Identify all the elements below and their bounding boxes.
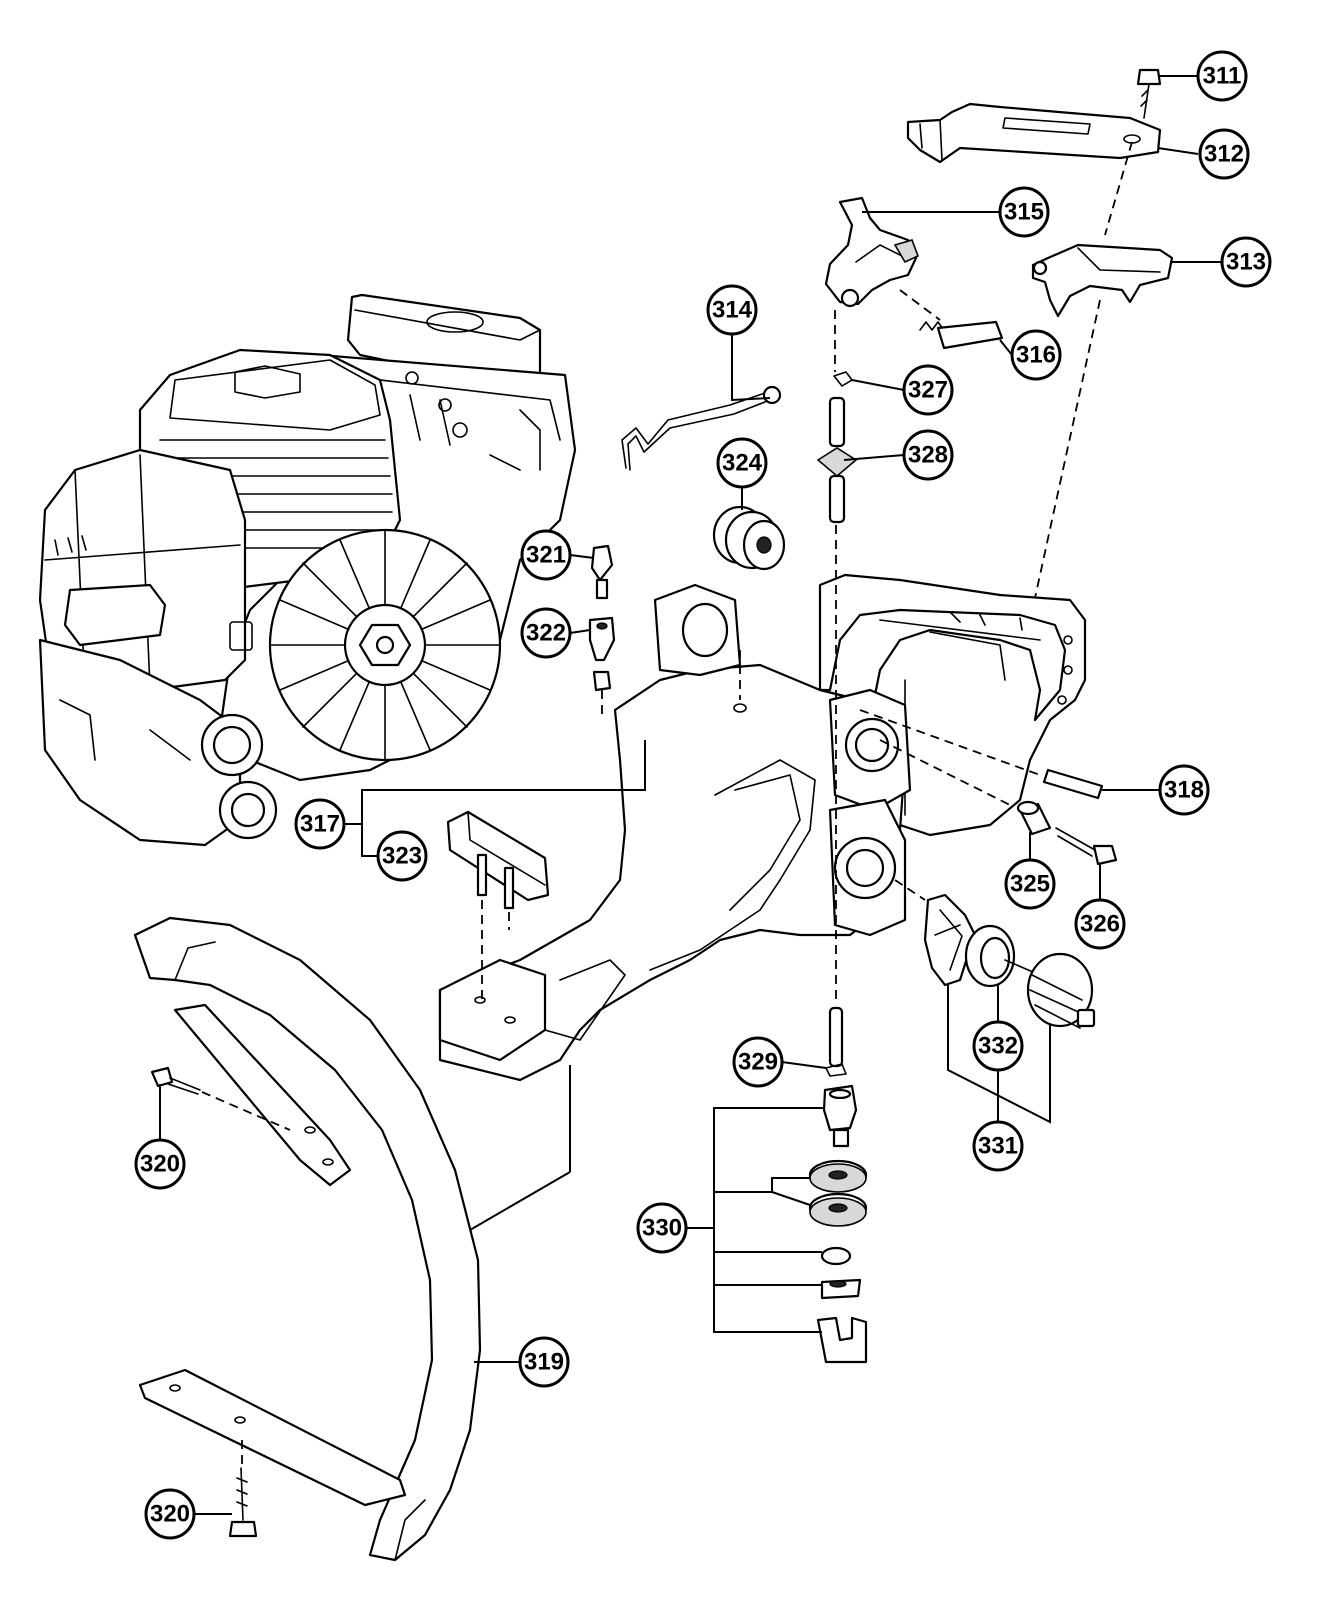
callout-328: 328 <box>902 429 954 481</box>
leader-lines <box>159 75 1222 1515</box>
callout-332: 332 <box>972 1020 1024 1072</box>
callout-316: 316 <box>1010 329 1062 381</box>
svg-text:320: 320 <box>140 1151 180 1178</box>
callout-327: 327 <box>902 364 954 416</box>
callout-320-lower: 320 <box>144 1488 196 1540</box>
svg-text:327: 327 <box>908 377 948 404</box>
shaft-328-drawing <box>816 396 858 524</box>
svg-text:311: 311 <box>1203 63 1242 90</box>
svg-text:331: 331 <box>978 1133 1018 1160</box>
fuel-cap-331-drawing <box>923 893 1096 1029</box>
callout-324: 324 <box>716 437 768 489</box>
svg-text:322: 322 <box>526 620 566 647</box>
callout-321: 321 <box>520 529 572 581</box>
svg-text:314: 314 <box>712 297 753 324</box>
svg-text:332: 332 <box>978 1033 1018 1060</box>
callout-331: 331 <box>972 1120 1024 1172</box>
valve-322-drawing <box>588 616 616 692</box>
svg-text:330: 330 <box>642 1215 682 1242</box>
svg-text:326: 326 <box>1080 911 1120 938</box>
callout-323: 323 <box>376 830 428 882</box>
callout-320-upper: 320 <box>134 1138 186 1190</box>
clip-329-drawing <box>825 1006 847 1077</box>
callout-311: 311 <box>1196 50 1248 102</box>
clip-327-drawing <box>833 371 853 387</box>
assembly-dash-lines <box>201 141 1133 1470</box>
svg-text:321: 321 <box>526 542 566 569</box>
callout-312: 312 <box>1198 128 1250 180</box>
callout-329: 329 <box>732 1036 784 1088</box>
throttle-trigger-315-drawing <box>824 196 920 308</box>
screw-311-drawing <box>1136 68 1162 119</box>
svg-text:324: 324 <box>722 450 763 477</box>
screw-320-upper-drawing <box>150 1066 201 1095</box>
svg-text:323: 323 <box>382 843 422 870</box>
spacer-325-drawing <box>1016 800 1052 836</box>
handle-cover-312-drawing <box>906 102 1162 164</box>
svg-text:329: 329 <box>738 1049 778 1076</box>
damper-330-drawing <box>808 1084 868 1364</box>
callout-314: 314 <box>706 284 758 336</box>
svg-text:316: 316 <box>1016 342 1056 369</box>
svg-text:318: 318 <box>1164 777 1204 804</box>
callout-330: 330 <box>636 1202 688 1254</box>
engine-assembly-drawing <box>38 293 577 847</box>
svg-text:320: 320 <box>150 1501 190 1528</box>
plug-321-drawing <box>590 544 614 600</box>
svg-text:317: 317 <box>300 811 340 838</box>
svg-text:328: 328 <box>908 442 948 469</box>
callout-315: 315 <box>998 186 1050 238</box>
front-handle-319-drawing <box>133 916 482 1562</box>
stop-switch-wire-314-drawing <box>621 385 782 471</box>
callout-317: 317 <box>294 798 346 850</box>
callout-318: 318 <box>1158 764 1210 816</box>
rear-handle-fuel-tank-317-drawing <box>438 573 1087 1082</box>
throttle-lockout-313-drawing <box>1031 243 1174 318</box>
svg-text:313: 313 <box>1226 249 1266 276</box>
rubber-pad-323-drawing <box>446 810 550 910</box>
pin-318-drawing <box>1042 768 1104 800</box>
screw-320-lower-drawing <box>228 1467 258 1538</box>
svg-text:312: 312 <box>1204 141 1244 168</box>
callout-313: 313 <box>1220 236 1272 288</box>
svg-text:319: 319 <box>524 1349 564 1376</box>
callout-326: 326 <box>1074 898 1126 950</box>
callout-322: 322 <box>520 607 572 659</box>
bolt-326-drawing <box>1055 827 1118 866</box>
callout-325: 325 <box>1004 858 1056 910</box>
svg-text:325: 325 <box>1010 871 1050 898</box>
callout-319: 319 <box>518 1336 570 1388</box>
trigger-spring-316-drawing <box>919 320 1004 350</box>
svg-text:315: 315 <box>1004 199 1044 226</box>
rubber-324-drawing <box>712 505 786 571</box>
